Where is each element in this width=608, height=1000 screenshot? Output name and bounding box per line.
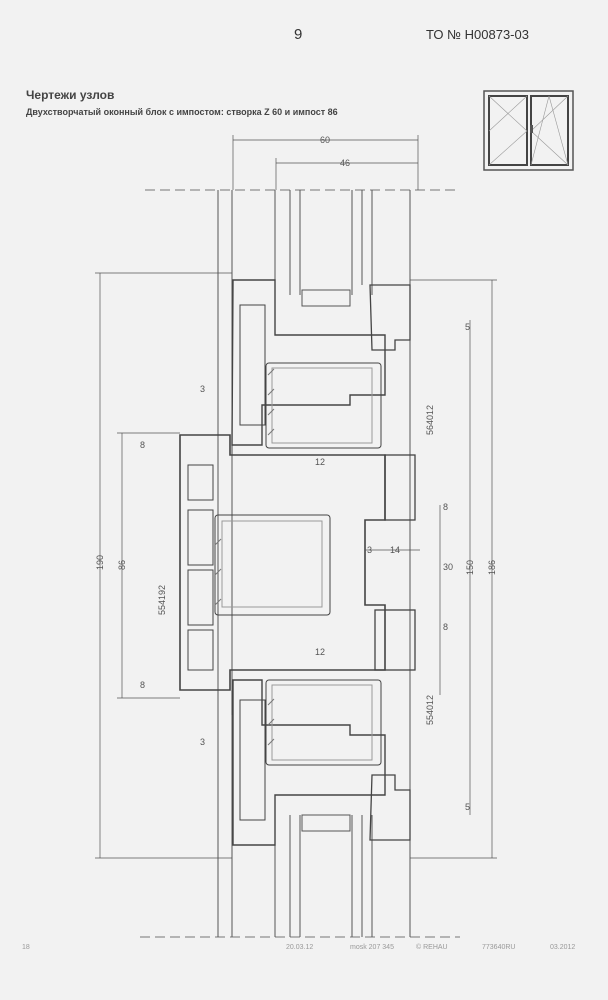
dim-3-center: 3: [367, 545, 372, 555]
dim-3-top: 3: [200, 384, 205, 394]
window-thumbnail-icon: [483, 90, 574, 171]
dim-5-top: 5: [465, 322, 470, 332]
dim-3-bottom: 3: [200, 737, 205, 747]
footer-edition: 03.2012: [550, 944, 576, 951]
dim-8-right-bottom: 8: [443, 622, 448, 632]
footer-copyright: © REHAU: [416, 944, 448, 951]
profile-564012: 564012: [425, 405, 435, 435]
dim-8-bottom: 8: [140, 680, 145, 690]
dim-60: 60: [320, 135, 330, 145]
profile-554192: 554192: [157, 585, 167, 615]
document-number: ТО № Н00873-03: [426, 27, 529, 42]
dim-46: 46: [340, 158, 350, 168]
footer-date: 20.03.12: [286, 944, 314, 951]
dim-86: 86: [117, 560, 127, 570]
dim-30: 30: [443, 562, 453, 572]
dim-190: 190: [95, 555, 105, 570]
footer-model: mosk 207 345: [350, 944, 394, 951]
dim-8-right-top: 8: [443, 502, 448, 512]
section-drawing: 60 46 190 86 554192 8 8 3 3 12 12 5 5 8 …: [95, 135, 497, 938]
dim-12-top: 12: [315, 457, 325, 467]
dimension-labels: 60 46 190 86 554192 8 8 3 3 12 12 5 5 8 …: [95, 135, 497, 812]
section-title: Чертежи узлов: [26, 88, 115, 102]
drawing-subtitle: Двухстворчатый оконный блок с импостом: …: [26, 107, 338, 117]
dim-14: 14: [390, 545, 400, 555]
dim-12-bottom: 12: [315, 647, 325, 657]
footer-page: 18: [22, 944, 30, 951]
profile-554012: 554012: [425, 695, 435, 725]
dim-150: 150: [465, 560, 475, 575]
dim-8-top: 8: [140, 440, 145, 450]
dim-186: 186: [487, 560, 497, 575]
dim-5-bottom: 5: [465, 802, 470, 812]
page-number: 9: [294, 26, 303, 43]
footer-code: 773640RU: [482, 944, 516, 951]
